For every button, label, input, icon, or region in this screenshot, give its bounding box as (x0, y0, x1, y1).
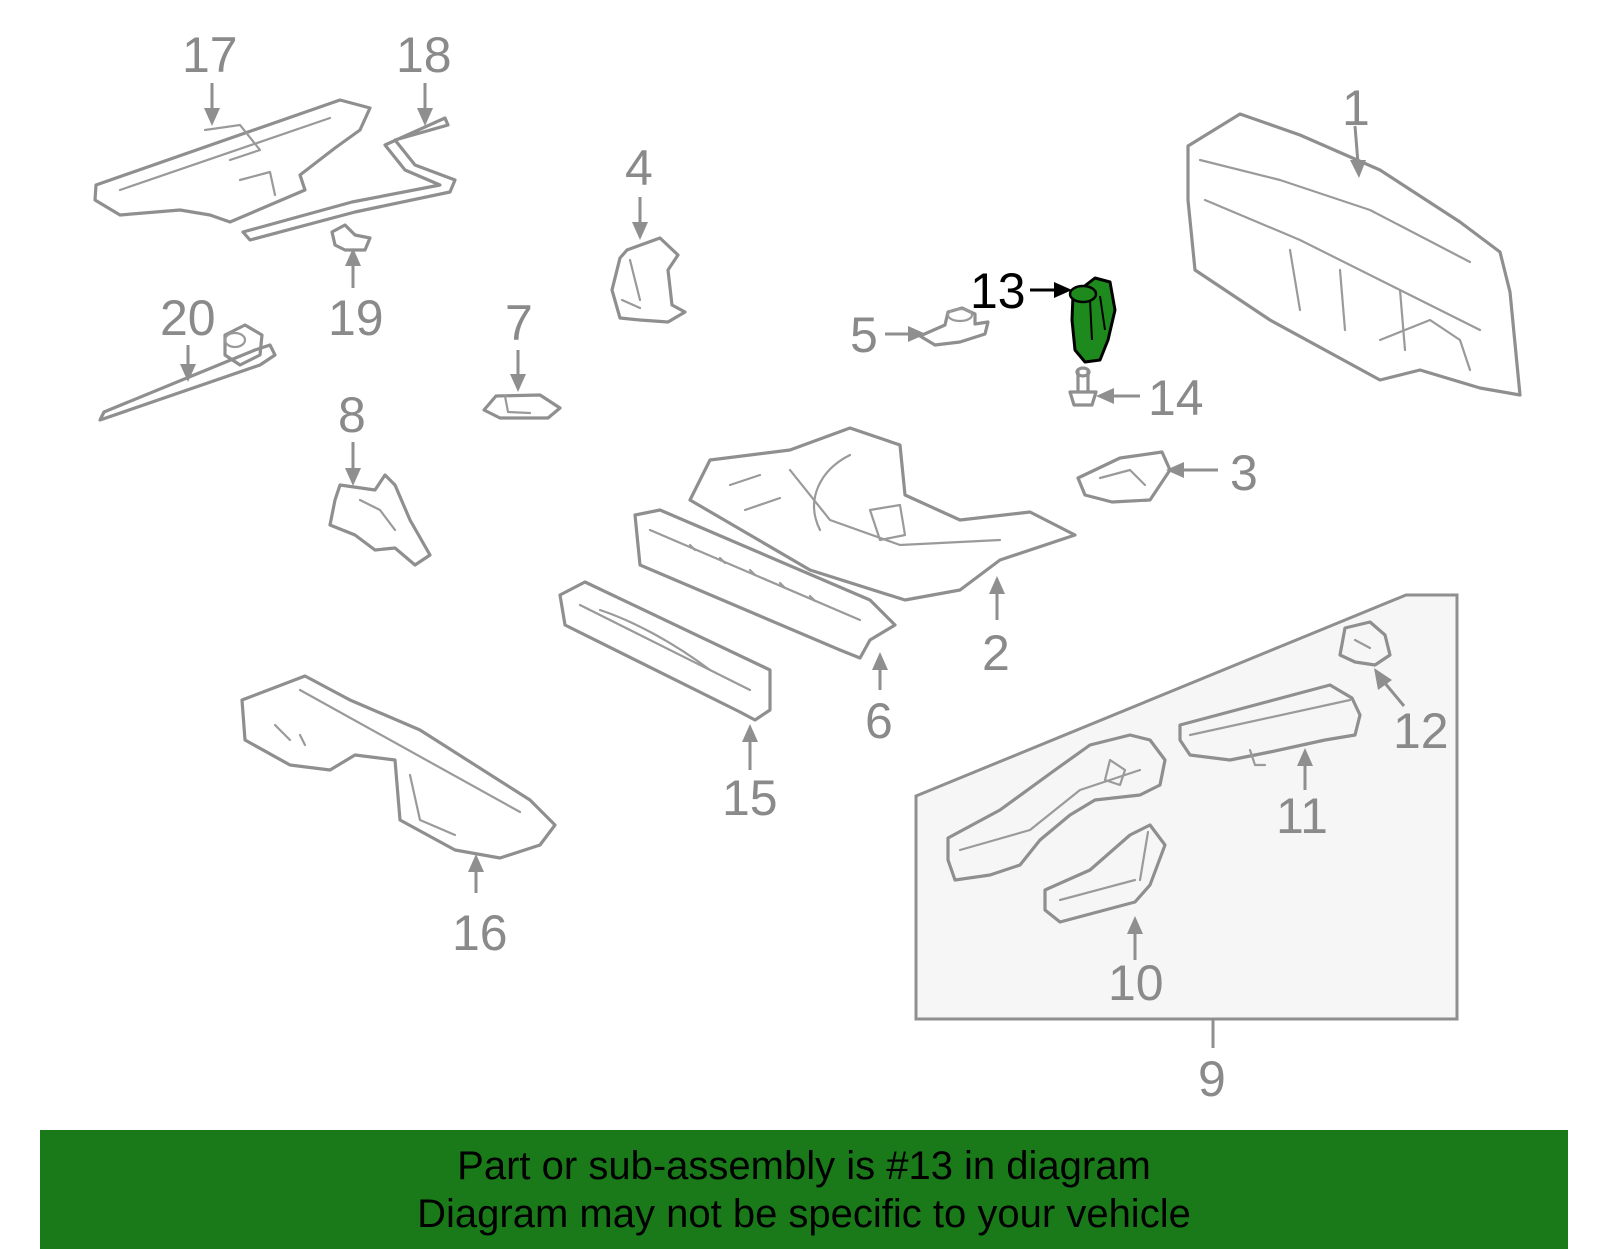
part-8-bracket[interactable] (328, 473, 432, 567)
part-18-jack-handle[interactable] (241, 116, 457, 242)
part-20-wrench[interactable] (98, 323, 277, 422)
banner-line-1: Part or sub-assembly is #13 in diagram (457, 1144, 1151, 1188)
callout-7: 7 (505, 295, 533, 351)
callout-14: 14 (1148, 370, 1204, 426)
part-3-bracket[interactable] (1076, 450, 1172, 504)
part-1-rear-panel[interactable] (1186, 112, 1522, 397)
callout-11: 11 (1276, 788, 1328, 844)
leader-line-13 (1030, 282, 1072, 298)
callout-15: 15 (722, 770, 778, 826)
part-15-crossmember[interactable] (558, 580, 772, 722)
callout-6: 6 (865, 693, 893, 749)
callout-10: 10 (1108, 955, 1164, 1011)
part-19-clip[interactable] (330, 223, 372, 252)
callout-20: 20 (160, 290, 216, 346)
callout-labels: 1 2 3 4 5 6 7 8 9 10 11 12 13 14 15 16 1… (160, 27, 1449, 1107)
part-9-rail-assembly[interactable] (946, 733, 1167, 882)
part-11-rail[interactable] (1178, 683, 1362, 767)
part-4-bracket[interactable] (610, 236, 687, 324)
part-14-bolt[interactable] (1068, 366, 1098, 407)
leader-lines (180, 83, 1406, 1048)
callout-5: 5 (850, 307, 878, 363)
callout-1: 1 (1342, 80, 1370, 136)
callout-2: 2 (982, 625, 1010, 681)
callout-13: 13 (970, 263, 1026, 319)
part-12-bracket[interactable] (1338, 620, 1392, 667)
callout-18: 18 (396, 27, 452, 83)
callout-16: 16 (452, 905, 508, 961)
part-17-jack[interactable] (93, 98, 372, 224)
banner-line-2: Diagram may not be specific to your vehi… (417, 1192, 1191, 1236)
callout-9: 9 (1198, 1051, 1226, 1107)
part-13-bracket-highlighted[interactable] (1068, 276, 1117, 364)
part-5-bracket[interactable] (918, 306, 990, 347)
callout-17: 17 (182, 27, 238, 83)
callout-8: 8 (338, 387, 366, 443)
part-2-floor-pan[interactable] (688, 426, 1077, 602)
callout-4: 4 (625, 140, 653, 196)
part-10-rail[interactable] (1043, 823, 1167, 924)
parts-diagram: 1 2 3 4 5 6 7 8 9 10 11 12 13 14 15 16 1… (93, 27, 1522, 1107)
part-16-frame-rail[interactable] (240, 674, 557, 860)
part-7-plate[interactable] (482, 393, 562, 420)
part-6-crossmember[interactable] (633, 508, 897, 660)
callout-12: 12 (1393, 703, 1449, 759)
info-banner: Part or sub-assembly is #13 in diagram D… (40, 1130, 1568, 1249)
callout-3: 3 (1230, 445, 1258, 501)
callout-19: 19 (328, 290, 384, 346)
